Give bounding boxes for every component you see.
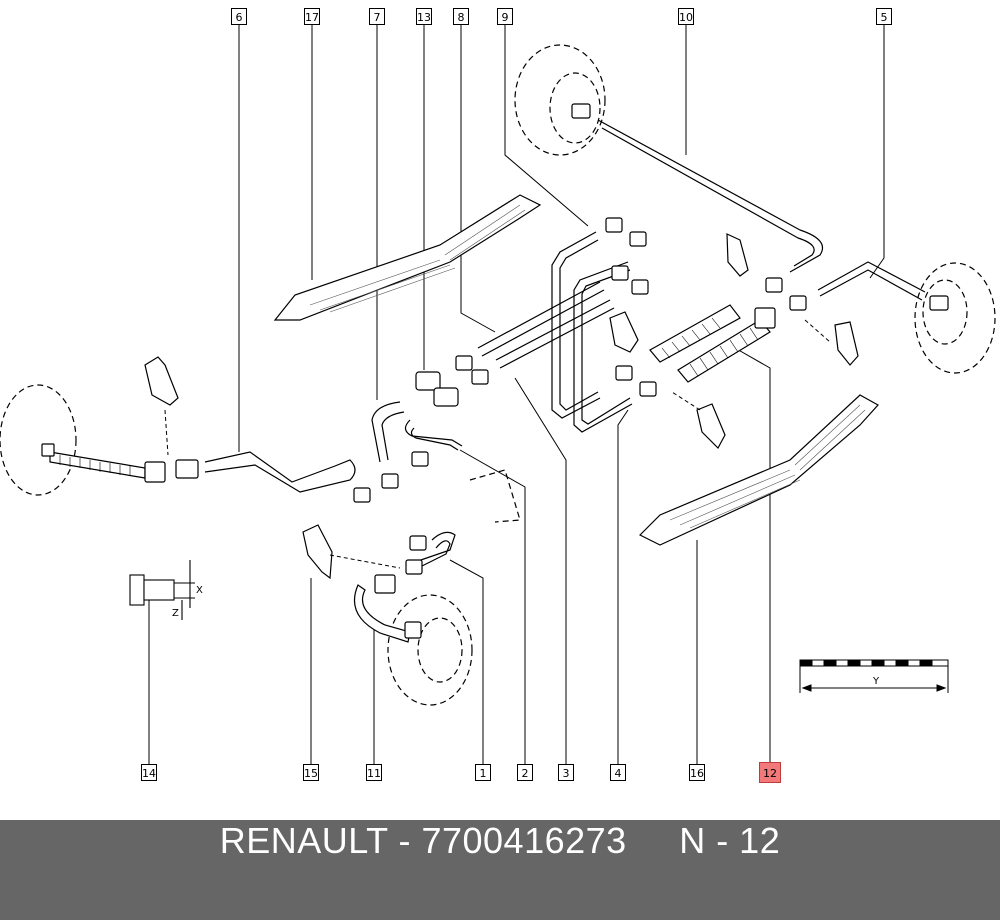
leader-8 xyxy=(460,25,496,333)
pipe-2 xyxy=(404,419,463,451)
callout-14[interactable]: 14 xyxy=(141,764,157,781)
pipe-10 xyxy=(597,119,824,273)
callout-1[interactable]: 1 xyxy=(475,764,491,781)
fitting xyxy=(571,103,591,119)
callout-9[interactable]: 9 xyxy=(497,8,513,25)
heat-shield-17 xyxy=(273,194,542,321)
dimension-z-label: Z xyxy=(172,608,179,619)
callout-13[interactable]: 13 xyxy=(416,8,432,25)
pipe-8 xyxy=(477,281,605,357)
pipe-4 xyxy=(573,261,633,433)
dimension-x-label: X xyxy=(196,585,203,596)
callout-5[interactable]: 5 xyxy=(876,8,892,25)
callout-17[interactable]: 17 xyxy=(304,8,320,25)
callout-10[interactable]: 10 xyxy=(678,8,694,25)
hose-14-flex xyxy=(49,451,146,479)
callout-6[interactable]: 6 xyxy=(231,8,247,25)
part-number-caption: RENAULT - 7700416273 N - 12 xyxy=(219,820,781,861)
heat-shield-16 xyxy=(638,394,879,546)
wheel-front-right xyxy=(387,594,473,706)
footer-bar: RENAULT - 7700416273 N - 12 xyxy=(0,820,1000,920)
callout-12-highlighted[interactable]: 12 xyxy=(759,762,781,783)
pipe-3 xyxy=(495,299,615,369)
pipe-6 xyxy=(204,451,356,493)
wheel-rear-left xyxy=(514,44,606,156)
wheel-front-left xyxy=(0,384,77,496)
pipe-5 xyxy=(817,261,926,293)
leader-1 xyxy=(449,559,484,765)
callout-7[interactable]: 7 xyxy=(369,8,385,25)
union-13 xyxy=(415,371,441,391)
leader-12 xyxy=(734,347,771,765)
leader-4 xyxy=(617,409,629,765)
callout-4[interactable]: 4 xyxy=(610,764,626,781)
callout-11[interactable]: 11 xyxy=(366,764,382,781)
hose-12-flex xyxy=(677,319,771,383)
callout-2[interactable]: 2 xyxy=(517,764,533,781)
leader-2 xyxy=(459,449,526,765)
leader-3 xyxy=(514,377,567,765)
callout-15[interactable]: 15 xyxy=(303,764,319,781)
dimension-y-label: Y xyxy=(873,676,880,687)
bracket xyxy=(144,356,179,406)
pipe-9 xyxy=(551,231,601,419)
callout-8[interactable]: 8 xyxy=(453,8,469,25)
pipe-7 xyxy=(371,401,405,463)
callout-16[interactable]: 16 xyxy=(689,764,705,781)
wheel-rear-right xyxy=(914,262,996,374)
callout-3[interactable]: 3 xyxy=(558,764,574,781)
pipe-1 xyxy=(414,531,456,569)
brake-line-diagram xyxy=(0,25,996,765)
leader-9 xyxy=(504,25,589,227)
leader-5 xyxy=(869,25,885,279)
detail-fitting xyxy=(129,574,145,606)
